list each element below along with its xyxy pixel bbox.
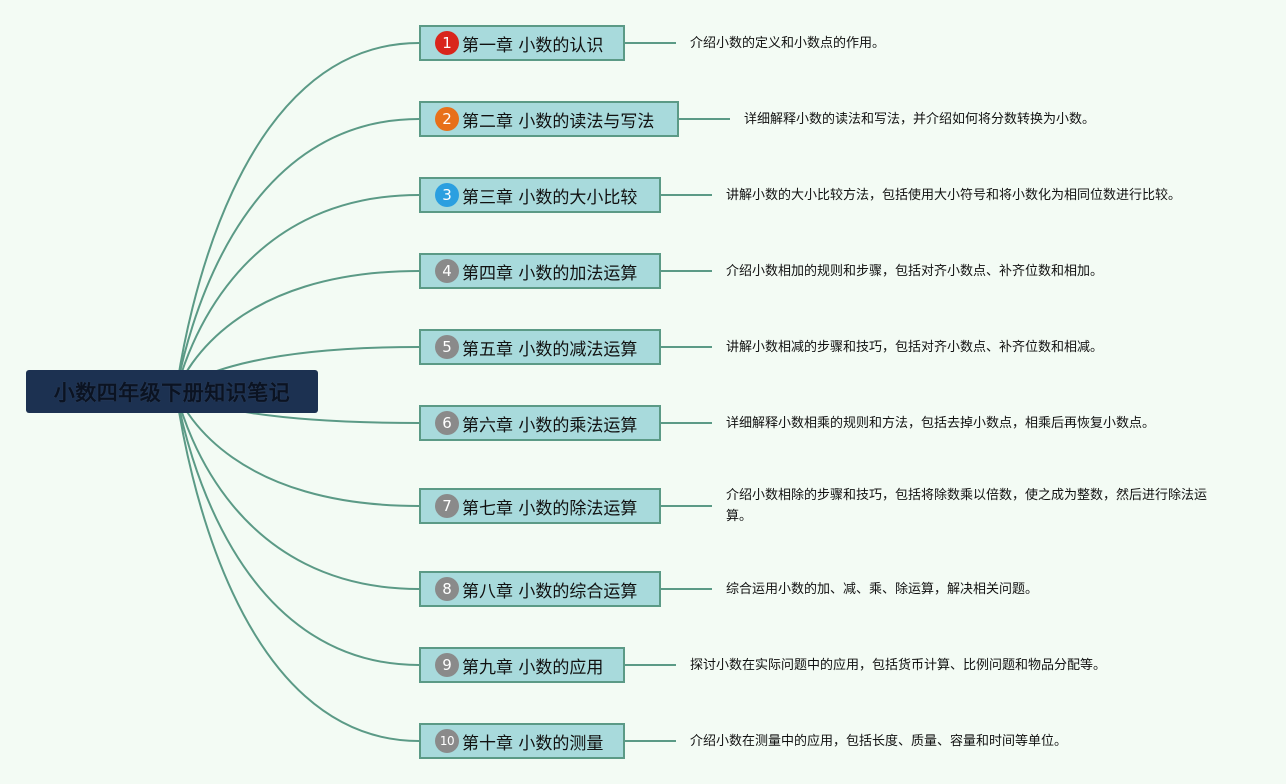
branch-connector	[175, 391, 420, 666]
branch-connector	[175, 391, 420, 590]
chapter-title: 第一章 小数的认识	[462, 35, 604, 56]
chapter-description: 讲解小数的大小比较方法，包括使用大小符号和将小数化为相同位数进行比较。	[726, 187, 1182, 203]
chapter-number-badge: 8	[435, 577, 459, 601]
chapter-description: 详细解释小数的读法和写法，并介绍如何将分数转换为小数。	[744, 111, 1096, 127]
chapter-number-badge: 5	[435, 335, 459, 359]
chapter-title: 第三章 小数的大小比较	[462, 187, 638, 208]
chapter-description: 综合运用小数的加、减、乘、除运算，解决相关问题。	[726, 581, 1039, 597]
chapter-title: 第五章 小数的减法运算	[462, 339, 638, 360]
branch-connector	[175, 194, 420, 393]
chapter-description: 介绍小数在测量中的应用，包括长度、质量、容量和时间等单位。	[690, 733, 1068, 749]
chapter-title: 第四章 小数的加法运算	[462, 263, 638, 284]
chapter-description: 详细解释小数相乘的规则和方法，包括去掉小数点，相乘后再恢复小数点。	[726, 415, 1156, 431]
chapter-number-badge: 1	[435, 31, 459, 55]
chapter-number-badge: 7	[435, 494, 459, 518]
chapter-number-badge: 2	[435, 107, 459, 131]
branch-connector	[175, 391, 420, 742]
chapter-number-badge: 6	[435, 411, 459, 435]
chapter-title: 第九章 小数的应用	[462, 657, 604, 678]
chapter-number-badge: 3	[435, 183, 459, 207]
chapter-number-badge: 4	[435, 259, 459, 283]
root-topic-label: 小数四年级下册知识笔记	[53, 380, 291, 405]
root-topic[interactable]: 小数四年级下册知识笔记	[26, 370, 318, 413]
chapter-description: 讲解小数相减的步骤和技巧，包括对齐小数点、补齐位数和相减。	[726, 339, 1104, 355]
branch-connector	[175, 118, 420, 393]
chapter-description: 介绍小数的定义和小数点的作用。	[690, 35, 886, 51]
chapter-title: 第二章 小数的读法与写法	[462, 111, 655, 132]
chapter-title: 第六章 小数的乘法运算	[462, 415, 638, 436]
chapter-number-badge: 9	[435, 653, 459, 677]
chapter-description: 介绍小数相除的步骤和技巧，包括将除数乘以倍数，使之成为整数，然后进行除法运算。	[726, 488, 1208, 524]
chapter-title: 第十章 小数的测量	[462, 733, 604, 754]
chapter-number-badge: 10	[435, 729, 459, 753]
chapter-title: 第八章 小数的综合运算	[462, 581, 638, 602]
chapter-description: 探讨小数在实际问题中的应用，包括货币计算、比例问题和物品分配等。	[690, 657, 1107, 673]
chapter-title: 第七章 小数的除法运算	[462, 498, 638, 519]
chapter-description: 介绍小数相加的规则和步骤，包括对齐小数点、补齐位数和相加。	[726, 263, 1104, 279]
branch-connector	[175, 42, 420, 393]
